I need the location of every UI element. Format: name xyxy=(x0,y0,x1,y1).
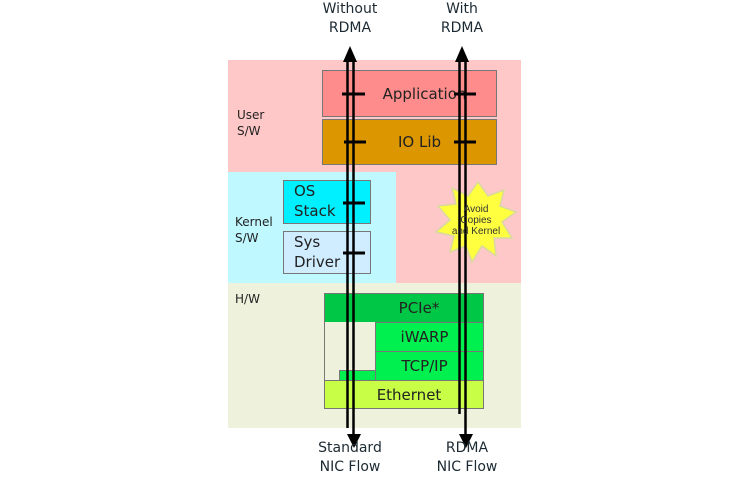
user-label-line2: S/W xyxy=(237,124,261,138)
sys-driver-line2: Driver xyxy=(294,253,341,271)
without-line2: RDMA xyxy=(328,20,372,36)
rdma-flow-arrow xyxy=(454,46,476,448)
with-rdma-label: With RDMA xyxy=(417,0,507,38)
with-line2: RDMA xyxy=(440,20,484,36)
rdma-line2: NIC Flow xyxy=(436,459,498,475)
ethernet-label: Ethernet xyxy=(376,385,442,404)
standard-flow-arrow xyxy=(342,46,366,448)
callout-line1: Avoid xyxy=(463,204,489,215)
iwarp-label: iWARP xyxy=(400,328,449,346)
arrow-up-head-left xyxy=(343,46,357,62)
user-label-line1: User xyxy=(237,108,265,122)
pcie-label: PCIe* xyxy=(398,299,440,317)
rdma-line1: RDMA xyxy=(445,440,489,456)
user-sw-label: User S/W xyxy=(237,107,264,139)
rdma-nic-flow-label: RDMA NIC Flow xyxy=(422,439,512,477)
arrow-up-head-right xyxy=(455,46,469,62)
tcpip-label: TCP/IP xyxy=(401,357,448,375)
standard-nic-flow-label: Standard NIC Flow xyxy=(305,439,395,477)
hw-label: H/W xyxy=(235,292,260,306)
starburst-callout xyxy=(434,180,518,264)
standard-line2: NIC Flow xyxy=(319,459,381,475)
without-rdma-label: Without RDMA xyxy=(305,0,395,38)
tcp-offload-step xyxy=(339,370,379,380)
sys-driver-line1: Sys xyxy=(294,233,321,251)
os-stack-line1: OS xyxy=(294,182,316,200)
arrow-down-head-right xyxy=(459,434,473,448)
io-lib-label: IO Lib xyxy=(397,133,442,151)
avoid-copies-callout-text: Avoid Copies and Kernel xyxy=(436,204,516,237)
standard-line1: Standard xyxy=(318,440,382,456)
os-stack-layer: OS Stack xyxy=(283,180,371,224)
callout-line2: Copies xyxy=(460,215,492,226)
arrow-down-head-left xyxy=(347,434,361,448)
ethernet-layer: Ethernet xyxy=(324,380,484,409)
with-line1: With xyxy=(446,1,478,17)
os-stack-line2: Stack xyxy=(294,202,336,220)
without-line1: Without xyxy=(322,1,378,17)
kernel-label-line2: S/W xyxy=(235,231,259,245)
callout-line3: and Kernel xyxy=(451,226,501,237)
application-label: Application xyxy=(382,84,467,103)
kernel-sw-label: Kernel S/W xyxy=(235,214,273,246)
pcie-layer: PCIe* xyxy=(324,293,484,323)
kernel-label-line1: Kernel xyxy=(235,215,273,229)
